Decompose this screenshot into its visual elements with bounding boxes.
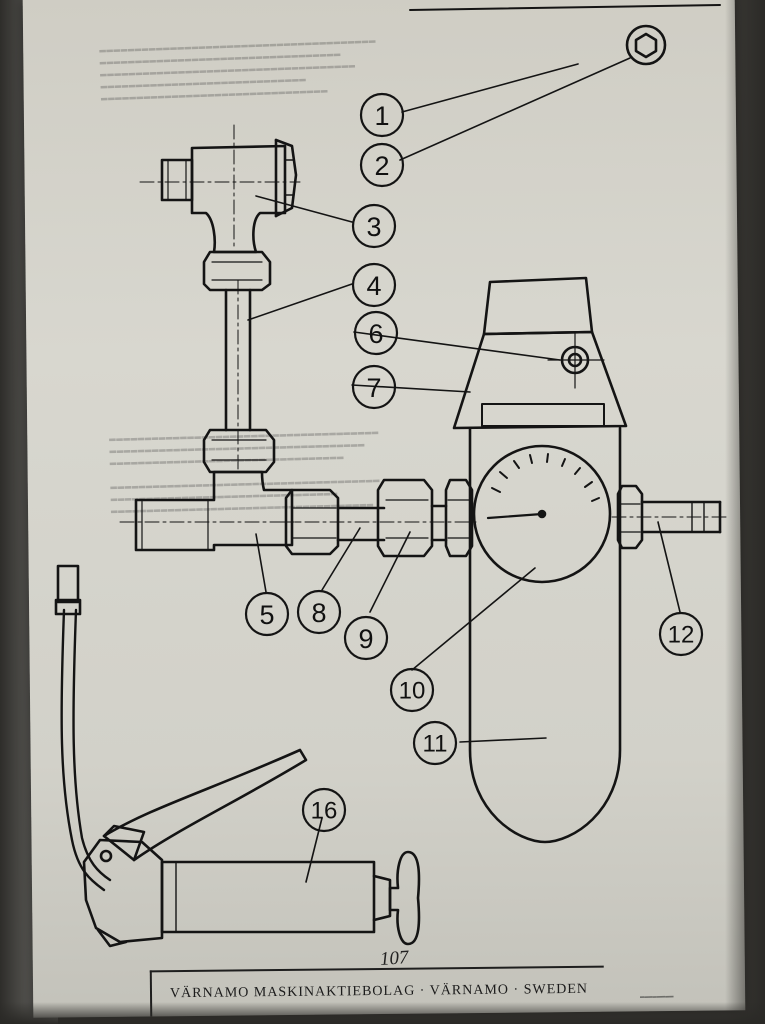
grease-gun <box>54 564 421 948</box>
callout-circles <box>244 92 704 833</box>
upper-tee-fitting <box>139 124 301 254</box>
callout-16: 16 <box>311 798 338 825</box>
callout-9: 9 <box>358 624 373 654</box>
callout-10: 10 <box>399 678 426 705</box>
callout-12: 12 <box>668 622 695 649</box>
page-edge-shadow <box>725 0 765 1024</box>
callout-4: 4 <box>366 271 381 301</box>
callout-2: 2 <box>374 151 389 181</box>
top-rule <box>409 4 721 11</box>
callout-1: 1 <box>374 101 389 131</box>
gauge-housing <box>452 276 731 844</box>
callout-6: 6 <box>368 319 383 349</box>
callout-8: 8 <box>311 598 326 628</box>
callout-3: 3 <box>366 212 381 242</box>
lower-tee-fitting <box>119 470 301 552</box>
page-bottom-shadow <box>0 1002 765 1024</box>
horizontal-connector <box>279 478 481 558</box>
hex-plug-icon <box>625 24 667 66</box>
leader-lines <box>247 57 681 883</box>
vertical-pipe <box>202 250 276 474</box>
callout-7: 7 <box>366 373 381 403</box>
print-stamp: ▬▬▬▬▬▬▬▬ <box>639 992 674 1002</box>
callout-11: 11 <box>423 731 448 758</box>
callout-5: 5 <box>259 600 274 630</box>
